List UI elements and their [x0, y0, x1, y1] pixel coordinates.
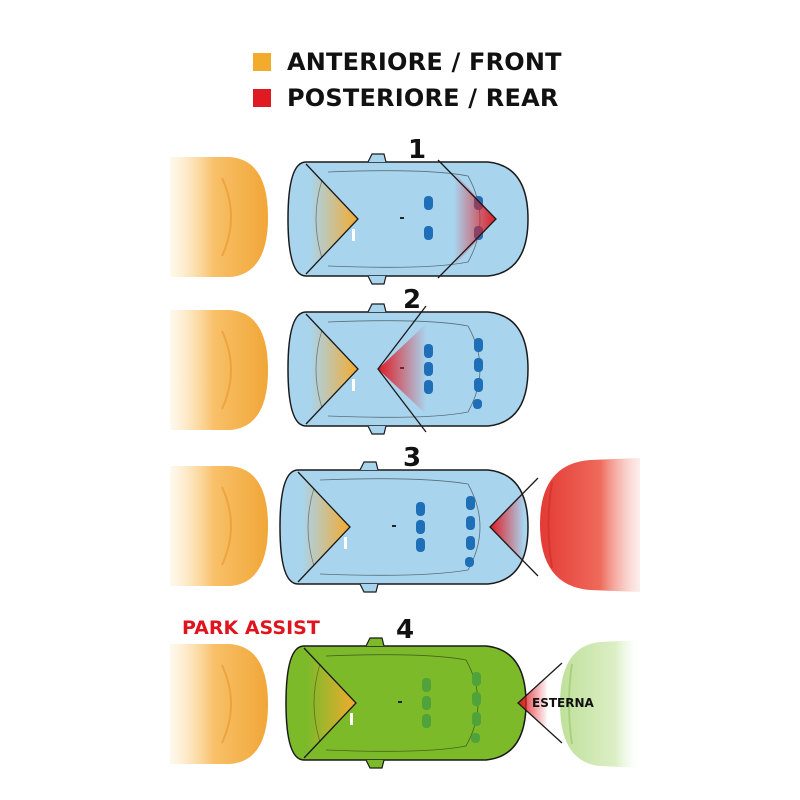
seat [474, 378, 483, 392]
seat [474, 338, 483, 352]
seat [466, 536, 475, 550]
front-sensor-lines [303, 647, 357, 759]
front-sensor-lines [305, 313, 359, 425]
parked-car-front-1 [170, 157, 268, 277]
rear-sensor-lines [377, 305, 427, 433]
front-sensor-zone [310, 320, 358, 418]
seat [471, 733, 480, 743]
seat [424, 344, 433, 358]
front-marker [344, 537, 347, 549]
mirror-bottom [359, 583, 379, 593]
seat [424, 380, 433, 394]
mirror-top [359, 461, 379, 471]
seat [424, 362, 433, 376]
rear-sensor-lines [437, 159, 497, 279]
seat [416, 520, 425, 534]
parked-car-front-3 [170, 466, 268, 586]
marker [398, 701, 402, 703]
step-number-3: 3 [403, 443, 421, 473]
rear-sensor-lines [489, 477, 539, 577]
seat [472, 712, 481, 726]
legend-front-label: ANTERIORE / FRONT [287, 48, 562, 76]
car-body [285, 645, 527, 761]
marker [400, 217, 404, 219]
cabin-outline [319, 478, 481, 576]
front-swatch [253, 53, 271, 71]
car-body [279, 469, 529, 585]
mirror-bottom [367, 275, 387, 285]
front-marker [352, 229, 355, 241]
legend-rear: POSTERIORE / REAR [253, 80, 562, 116]
parked-car-front-2 [170, 310, 268, 430]
mirror-top [367, 303, 387, 313]
car-step-2 [287, 303, 529, 435]
seat [466, 516, 475, 530]
rear-sensor-zone [378, 324, 426, 414]
car-step-3 [279, 461, 539, 593]
rear-swatch [253, 89, 271, 107]
seat [416, 502, 425, 516]
car-step-4 [285, 637, 563, 769]
front-sensor-lines [305, 163, 359, 275]
front-sensor-lines [297, 471, 351, 583]
marker [392, 525, 396, 527]
mirror-top [365, 637, 385, 647]
seat [472, 672, 481, 686]
step-number-2: 2 [403, 285, 421, 315]
seat [422, 678, 431, 692]
legend-rear-label: POSTERIORE / REAR [287, 84, 559, 112]
seat [472, 692, 481, 706]
rear-sensor-zone [490, 490, 524, 564]
seat [422, 696, 431, 710]
front-sensor-zone [310, 170, 358, 268]
front-marker [350, 713, 353, 725]
mirror-bottom [365, 759, 385, 769]
car-step-1 [287, 153, 529, 285]
rear-sensor-zone [454, 172, 496, 266]
seat [422, 714, 431, 728]
external-sensor-zone [518, 677, 548, 729]
step-number-4: 4 [396, 615, 414, 645]
external-sensor-label: ESTERNA [532, 696, 595, 710]
front-marker [352, 379, 355, 391]
mirror-bottom [367, 425, 387, 435]
step-number-1: 1 [408, 135, 426, 165]
mirror-top [367, 153, 387, 163]
seat [424, 226, 433, 240]
seat [416, 538, 425, 552]
legend-front: ANTERIORE / FRONT [253, 44, 562, 80]
seat [474, 358, 483, 372]
parked-car-rear-red [540, 458, 640, 592]
front-sensor-zone [302, 478, 350, 576]
front-sensor-zone [308, 654, 356, 752]
seat [466, 496, 475, 510]
legend: ANTERIORE / FRONT POSTERIORE / REAR [253, 44, 562, 116]
parked-car-front-4 [170, 644, 268, 764]
seat [424, 196, 433, 210]
seat [473, 399, 482, 409]
park-assist-label: PARK ASSIST [182, 617, 320, 639]
parked-car-rear-green [560, 640, 640, 768]
seat [465, 557, 474, 567]
external-sensor-lines [517, 662, 563, 744]
